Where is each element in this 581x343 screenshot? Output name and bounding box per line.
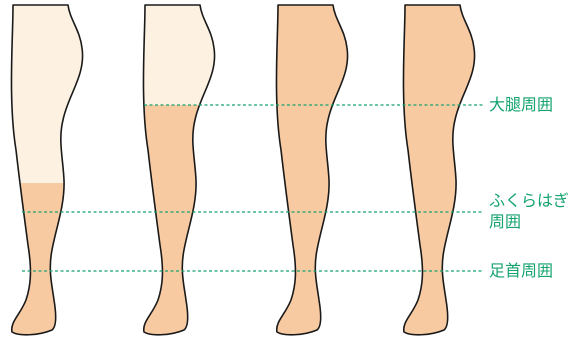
leg-4-skin-fill — [403, 5, 474, 335]
calf-circumference-label-line2: 周囲 — [489, 213, 521, 231]
calf-circumference-label-line1: ふくらはぎ — [489, 192, 569, 210]
leg-3-skin-fill — [276, 5, 347, 335]
leg-1 — [0, 5, 120, 339]
leg-4 — [403, 5, 474, 335]
leg-2 — [115, 5, 245, 339]
leg-3 — [276, 5, 347, 335]
leg-2-skin-fill — [115, 105, 245, 339]
ankle-circumference-label: 足首周囲 — [489, 262, 553, 280]
thigh-circumference-label: 大腿周囲 — [489, 96, 553, 114]
